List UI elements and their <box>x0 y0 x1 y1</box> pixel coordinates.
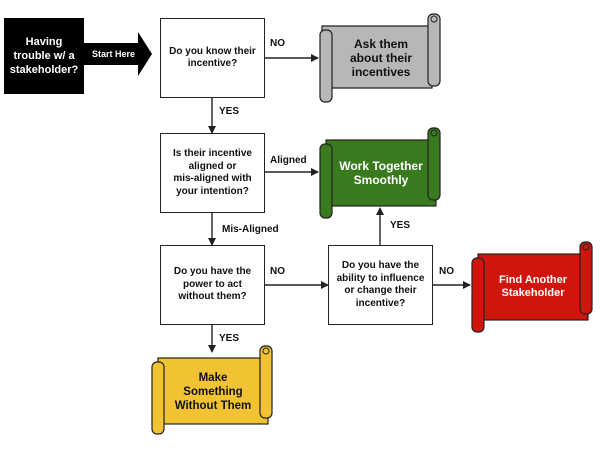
outcome-ask-them: Ask them about their incentives <box>350 37 412 79</box>
label-q1-no: NO <box>270 38 285 49</box>
start-here-arrow <box>84 32 152 76</box>
outcome-find-another: Find Another Stakeholder <box>498 274 568 299</box>
scroll-ask <box>319 13 441 103</box>
scroll-find <box>471 241 593 333</box>
start-node: Having trouble w/ a stakeholder? <box>4 18 84 94</box>
question-know-incentive: Do you know their incentive? <box>160 18 265 98</box>
label-q1-yes: YES <box>219 106 240 117</box>
question-power-to-act: Do you have the power to act without the… <box>160 245 265 325</box>
label-misaligned: Mis-Aligned <box>222 224 279 235</box>
outcome-make-something: Make Something Without Them <box>174 372 252 412</box>
scroll-make <box>151 345 273 435</box>
label-q3-no: NO <box>270 266 285 277</box>
outcome-work-together: Work Together Smoothly <box>339 159 423 187</box>
question-ability-to-influence: Do you have the ability to influence or … <box>328 245 433 325</box>
label-aligned: Aligned <box>270 155 307 166</box>
label-q4-no: NO <box>439 266 454 277</box>
label-q3-yes: YES <box>219 333 240 344</box>
label-q4-yes: YES <box>390 220 411 231</box>
question-aligned: Is their incentive aligned or mis-aligne… <box>160 133 265 213</box>
start-here-label: Start Here <box>92 49 136 59</box>
scroll-work <box>319 127 441 219</box>
